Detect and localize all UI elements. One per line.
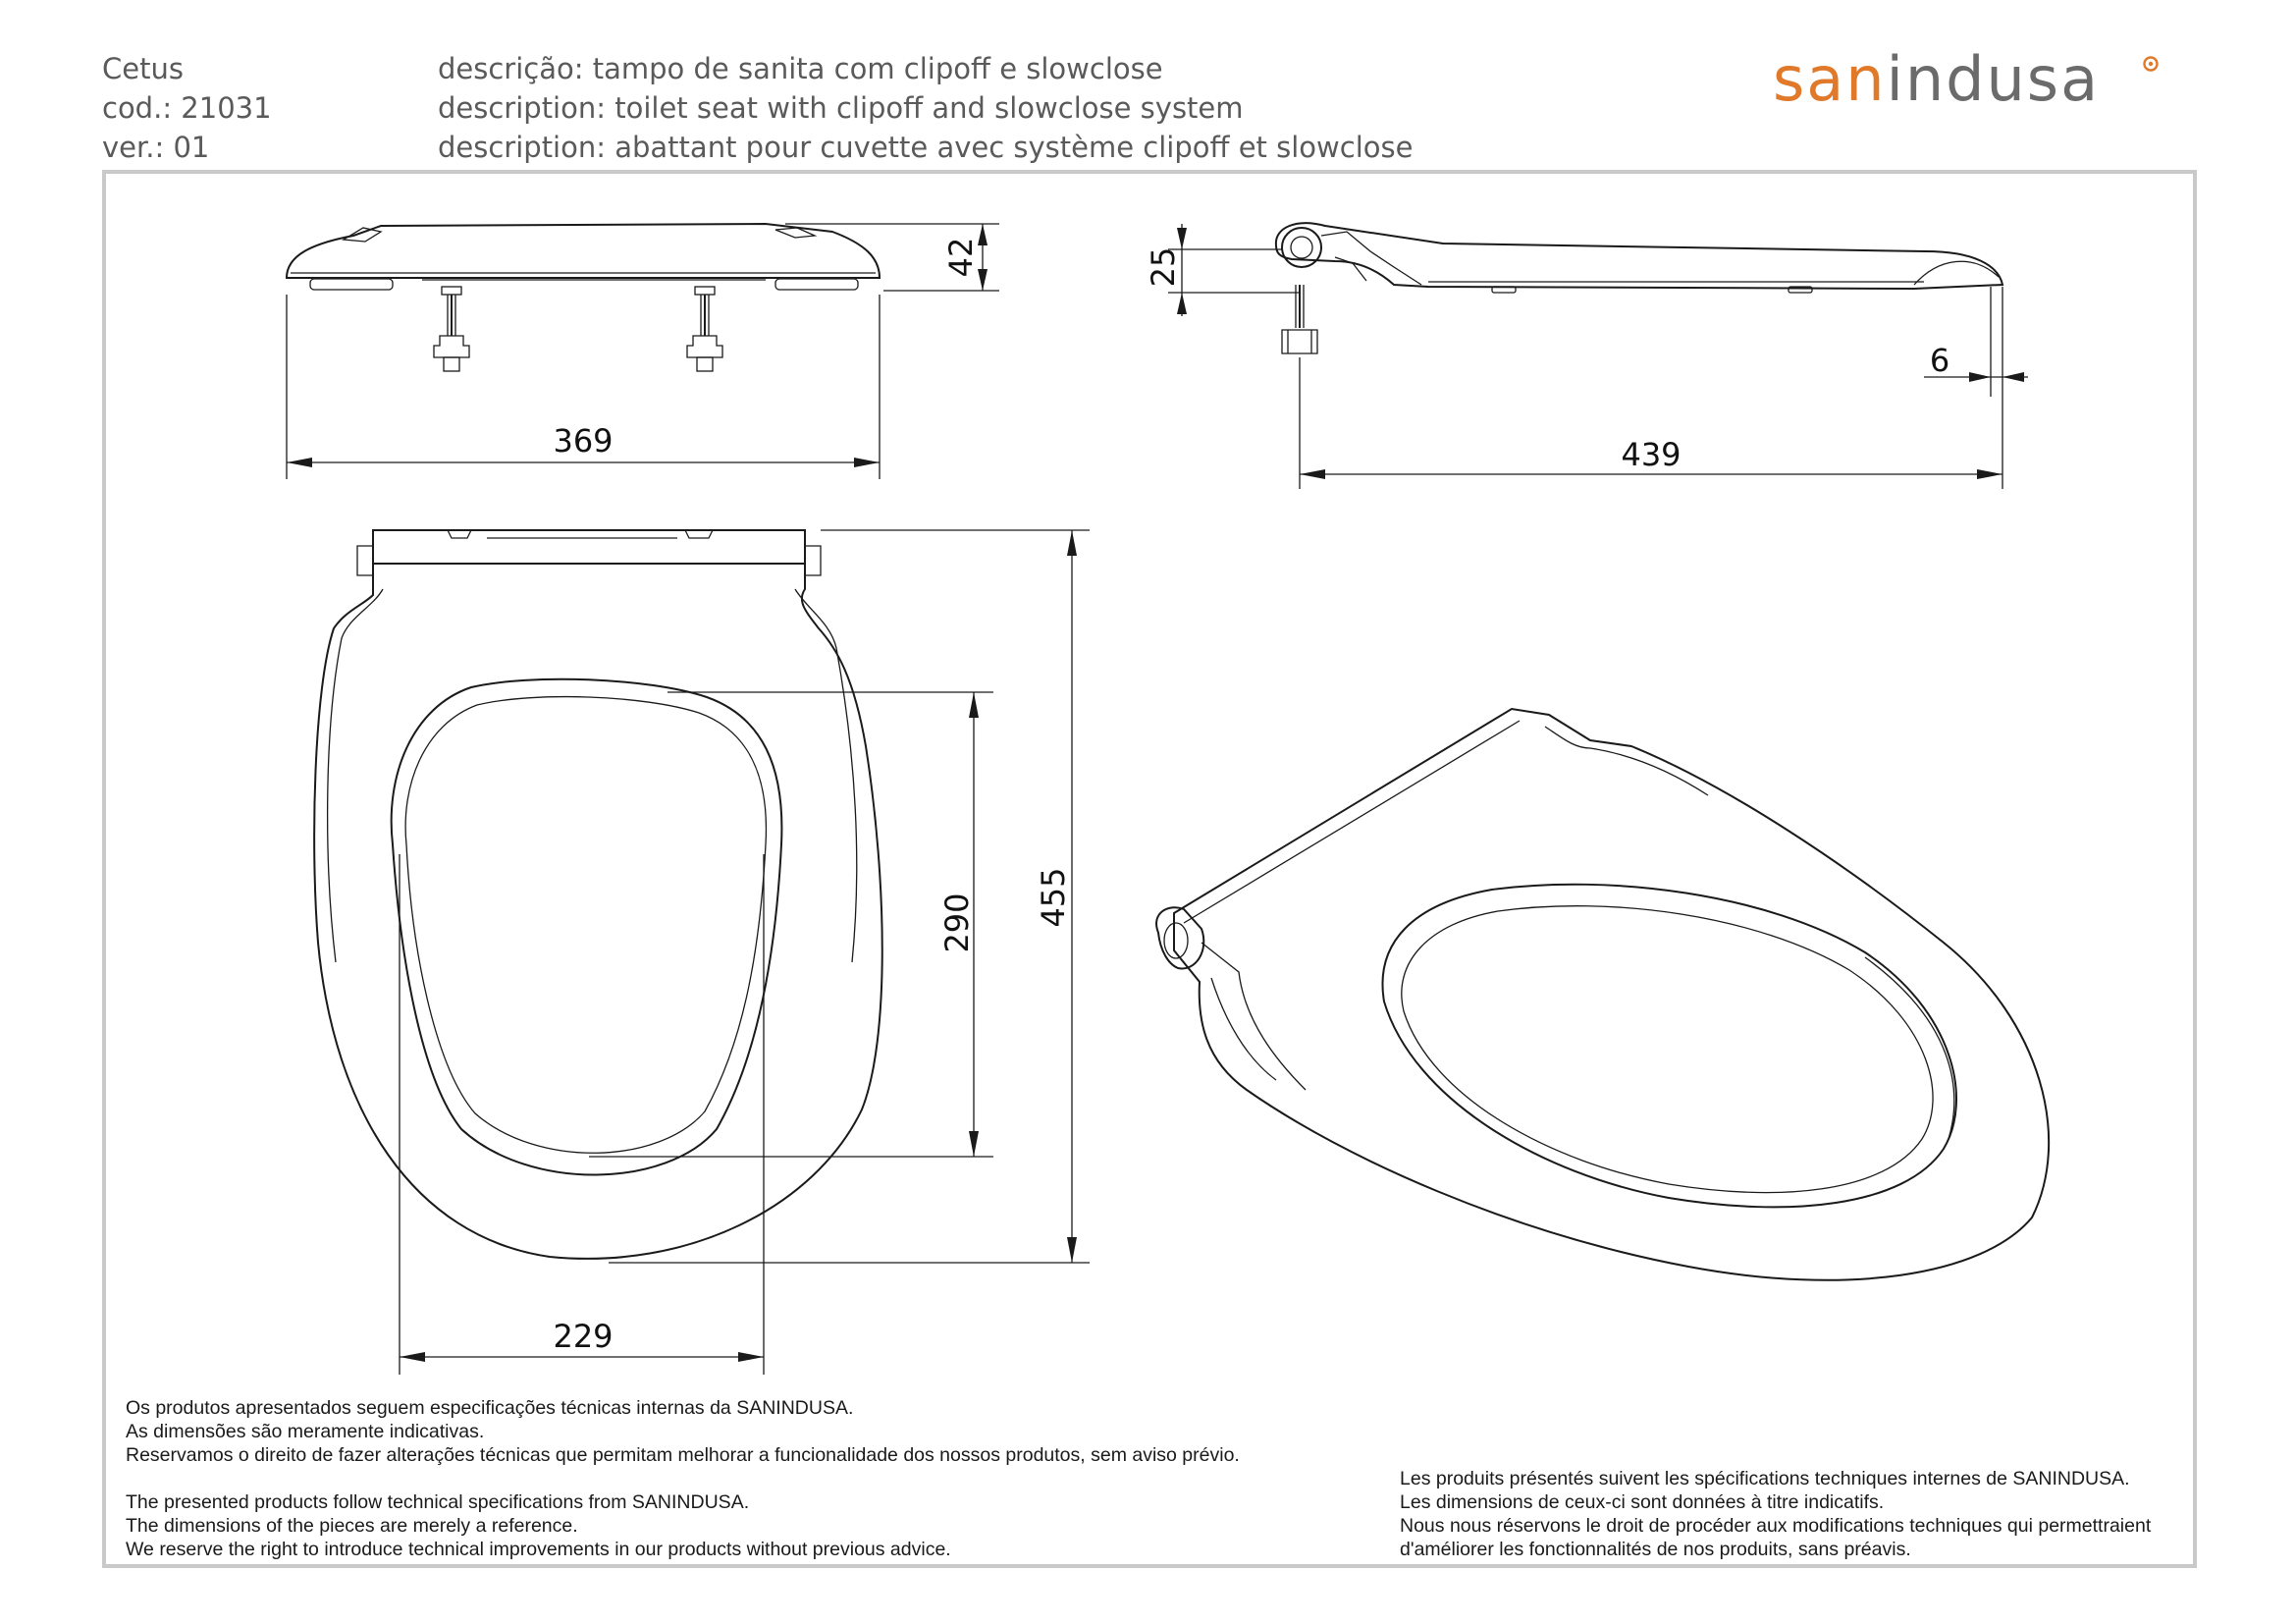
- product-descriptions: descrição: tampo de sanita com clipoff e…: [438, 49, 1413, 167]
- notes-pt: Os produtos apresentados seguem especifi…: [126, 1396, 1240, 1467]
- dim-front-width: 369: [553, 422, 613, 460]
- note-fr-line-4: d'améliorer les fonctionnalités de nos p…: [1400, 1539, 1911, 1560]
- front-bolt-right: [686, 286, 723, 372]
- notes-fr: Les produits présentés suivent les spéci…: [1400, 1467, 2151, 1561]
- brand-logo: sanindusa: [1773, 45, 2100, 114]
- description-fr: description: abattant pour cuvette avec …: [438, 131, 1414, 164]
- isometric-view: [1155, 707, 2051, 1281]
- front-view: 369 42: [285, 222, 999, 479]
- description-en: description: toilet seat with clipoff an…: [438, 91, 1244, 125]
- note-pt-line-2: As dimensões são meramente indicativas.: [126, 1421, 485, 1442]
- logo-mark-icon: [2143, 56, 2159, 72]
- dim-plan-inner-width: 229: [553, 1318, 613, 1355]
- note-en-line-3: We reserve the right to introduce techni…: [126, 1539, 951, 1560]
- side-bolt: [1281, 285, 1318, 354]
- note-fr-line-3: Nous nous réservons le droit de procéder…: [1400, 1515, 2152, 1537]
- note-en-line-1: The presented products follow technical …: [126, 1491, 750, 1513]
- dim-plan-inner-length: 290: [938, 893, 976, 952]
- product-version: ver.: 01: [102, 131, 210, 164]
- note-pt-line-1: Os produtos apresentados seguem especifi…: [126, 1397, 854, 1419]
- logo-text-accent: san: [1773, 43, 1887, 115]
- plan-view: 290 455 229: [313, 529, 1090, 1375]
- dim-side-offset: 6: [1930, 342, 1949, 379]
- product-info: Cetus cod.: 21031 ver.: 01: [102, 49, 272, 167]
- dim-front-height: 42: [942, 238, 980, 278]
- notes-en: The presented products follow technical …: [126, 1490, 951, 1561]
- dim-plan-total-length: 455: [1035, 867, 1072, 927]
- product-code: cod.: 21031: [102, 91, 272, 125]
- dim-side-height: 25: [1145, 247, 1182, 288]
- side-view: 25 439 6: [1145, 222, 2028, 489]
- logo-text-main: indusa: [1886, 43, 2101, 115]
- note-en-line-2: The dimensions of the pieces are merely …: [126, 1515, 578, 1537]
- note-fr-line-2: Les dimensions de ceux-ci sont données à…: [1400, 1491, 1885, 1513]
- note-fr-line-1: Les produits présentés suivent les spéci…: [1400, 1468, 2130, 1489]
- note-pt-line-3: Reservamos o direito de fazer alterações…: [126, 1444, 1240, 1466]
- front-bolt-left: [433, 286, 470, 372]
- product-name: Cetus: [102, 52, 184, 85]
- description-pt: descrição: tampo de sanita com clipoff e…: [438, 52, 1163, 85]
- dim-side-length: 439: [1621, 436, 1681, 473]
- drawing-frame: [102, 170, 2197, 1568]
